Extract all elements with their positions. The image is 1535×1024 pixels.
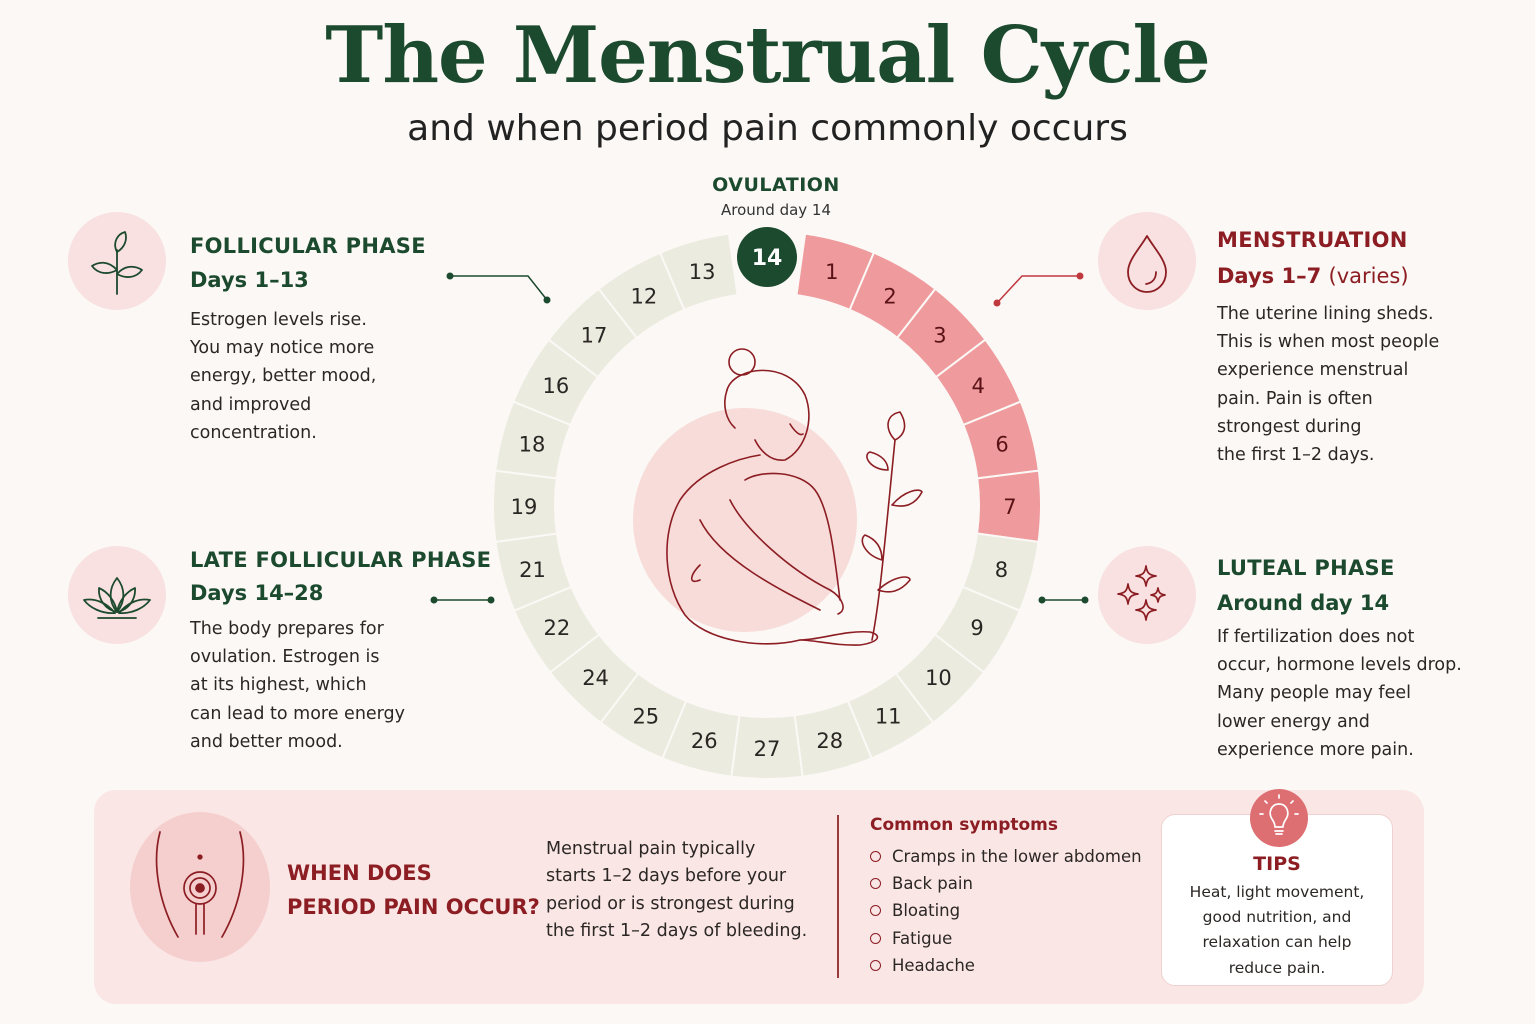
droplet-icon — [1098, 212, 1196, 310]
cycle-day-label: 24 — [582, 666, 609, 690]
menstruation-connector-dot — [1076, 272, 1084, 280]
page-subtitle: and when period pain commonly occurs — [407, 108, 1128, 149]
follicular-days: Days 1–13 — [190, 268, 309, 292]
menstruation-connector-end — [993, 299, 1001, 307]
tips-card — [1161, 814, 1393, 986]
list-item: Headache — [870, 952, 1142, 979]
menstruation-days: Days 1–7 (varies) — [1217, 264, 1409, 288]
cycle-day-label: 2 — [883, 284, 896, 308]
cycle-day-label: 18 — [519, 432, 546, 456]
cycle-day-label: 28 — [816, 729, 843, 753]
cycle-day-label: 16 — [542, 374, 569, 398]
tips-title: TIPS — [1253, 853, 1301, 875]
menstruation-description: The uterine lining sheds. This is when m… — [1217, 304, 1440, 466]
late-follicular-title: LATE FOLLICULAR PHASE — [190, 548, 492, 572]
list-item: Back pain — [870, 870, 1142, 897]
cycle-day-label: 12 — [631, 284, 658, 308]
luteal-connector-dot — [1038, 596, 1046, 604]
luteal-days: Around day 14 — [1217, 591, 1390, 615]
cycle-day-label: 7 — [1003, 495, 1016, 519]
cycle-segment-day-13 — [658, 232, 739, 312]
cycle-day-label: 1 — [825, 260, 838, 284]
luteal-description: If fertilization does not occur, hormone… — [1217, 627, 1462, 760]
cycle-day-label: 11 — [875, 705, 902, 729]
bullet-circle-icon — [870, 959, 881, 971]
bullet-circle-icon — [870, 905, 881, 917]
late-follicular-description: The body prepares for ovulation. Estroge… — [190, 619, 406, 752]
cycle-day-label: 10 — [925, 666, 952, 690]
cycle-day-label: 19 — [511, 495, 538, 519]
late-follicular-connector-dot — [430, 596, 438, 604]
when-pain-description: Menstrual pain typically starts 1–2 days… — [546, 839, 808, 941]
seated-woman-illustration — [633, 348, 923, 646]
cycle-day-label: 9 — [970, 616, 983, 640]
sparkles-icon — [1098, 546, 1196, 644]
luteal-connector-end — [1081, 596, 1089, 604]
cycle-day-label: 8 — [995, 558, 1008, 582]
cycle-day-label: 21 — [519, 558, 546, 582]
cycle-day-label: 27 — [754, 737, 781, 761]
page-title: The Menstrual Cycle — [325, 10, 1210, 101]
cycle-day-label: 22 — [544, 616, 571, 640]
follicular-connector — [450, 275, 548, 301]
menstruation-connector — [996, 275, 1080, 304]
lotus-icon — [68, 546, 166, 644]
cycle-day-label: 6 — [995, 432, 1008, 456]
cycle-day-label: 17 — [581, 323, 608, 347]
ovulation-day-label: 14 — [752, 246, 783, 271]
pelvis-pain-icon — [130, 812, 270, 962]
symptoms-title: Common symptoms — [870, 815, 1059, 835]
cycle-day-label: 13 — [689, 260, 716, 284]
list-item: Bloating — [870, 897, 1142, 924]
follicular-connector-dot — [446, 272, 454, 280]
tips-description: Heat, light movement, good nutrition, an… — [1189, 883, 1365, 977]
bullet-circle-icon — [870, 878, 881, 890]
lightbulb-icon — [1250, 789, 1308, 847]
cycle-day-label: 3 — [933, 323, 946, 347]
panel-divider — [837, 815, 839, 978]
list-item: Fatigue — [870, 925, 1142, 952]
late-follicular-days: Days 14–28 — [190, 581, 324, 605]
bullet-circle-icon — [870, 851, 881, 863]
ovulation-label: OVULATION — [712, 174, 840, 196]
when-pain-title: WHEN DOES PERIOD PAIN OCCUR? — [287, 861, 540, 919]
cycle-day-label: 4 — [971, 374, 984, 398]
bullet-circle-icon — [870, 932, 881, 944]
callout-connectors — [430, 272, 1089, 604]
menstruation-title: MENSTRUATION — [1217, 228, 1408, 252]
list-item: Cramps in the lower abdomen — [870, 843, 1142, 870]
ovulation-marker: 14 — [737, 227, 797, 287]
follicular-connector-end — [543, 296, 551, 304]
late-follicular-connector-end — [487, 596, 495, 604]
follicular-title: FOLLICULAR PHASE — [190, 234, 426, 258]
symptoms-list: Cramps in the lower abdomen Back pain Bl… — [870, 843, 1142, 979]
ovulation-sublabel: Around day 14 — [720, 201, 832, 219]
cycle-day-label: 26 — [691, 729, 718, 753]
luteal-title: LUTEAL PHASE — [1217, 556, 1395, 580]
menstruation-days-note: (varies) — [1328, 264, 1409, 288]
follicular-description: Estrogen levels rise. You may notice mor… — [190, 310, 377, 443]
sprout-icon — [68, 212, 166, 310]
cycle-day-label: 25 — [632, 705, 659, 729]
